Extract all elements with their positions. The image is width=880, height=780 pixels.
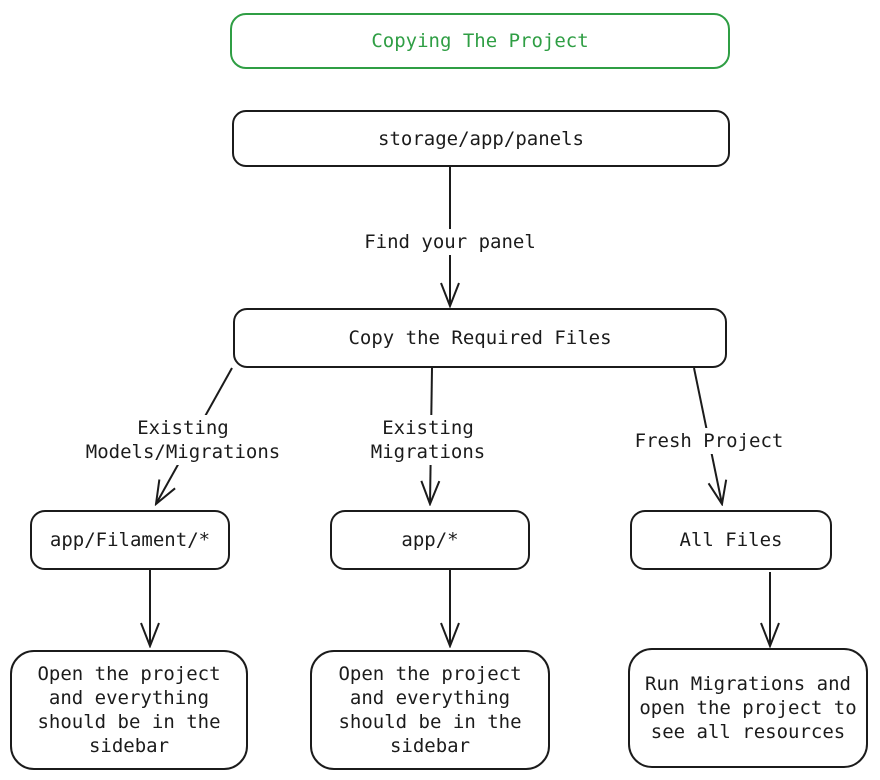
edge-label-existing-migrations: Existing Migrations [365,415,491,465]
node-copy-required-files: Copy the Required Files [233,308,727,368]
node-open-project-left-label: Open the project and everything should b… [37,663,221,757]
edge-label-fresh-project: Fresh Project [629,428,789,454]
node-run-migrations: Run Migrations and open the project to s… [628,648,868,768]
node-all-files: All Files [630,510,832,570]
node-storage-app-panels: storage/app/panels [232,110,730,167]
node-open-project-left: Open the project and everything should b… [10,650,248,770]
node-title: Copying The Project [230,13,730,69]
node-app-filament: app/Filament/* [30,510,230,570]
node-all-files-label: All Files [679,529,783,551]
node-run-migrations-label: Run Migrations and open the project to s… [639,673,857,743]
node-app-star: app/* [330,510,530,570]
node-open-project-middle: Open the project and everything should b… [310,650,550,770]
node-open-project-middle-label: Open the project and everything should b… [338,663,522,757]
edge-label-find-your-panel: Find your panel [359,229,541,255]
title-text: Copying The Project [371,30,589,52]
node-app-filament-label: app/Filament/* [49,529,211,551]
node-app-star-label: app/* [401,529,459,551]
node-copy-required-files-label: Copy the Required Files [348,327,612,349]
edge-label-existing-models-migrations: Existing Models/Migrations [80,415,286,465]
node-storage-app-panels-label: storage/app/panels [378,127,584,150]
